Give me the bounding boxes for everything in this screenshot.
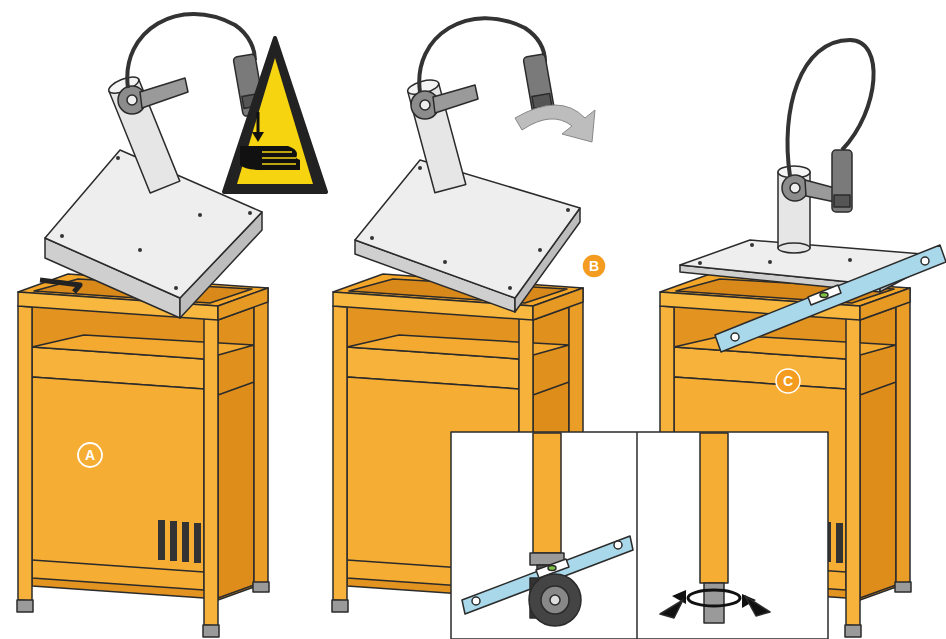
callout-letter: C [776,369,800,393]
callout-letter: B [582,254,606,278]
callout-letter: A [78,443,102,467]
